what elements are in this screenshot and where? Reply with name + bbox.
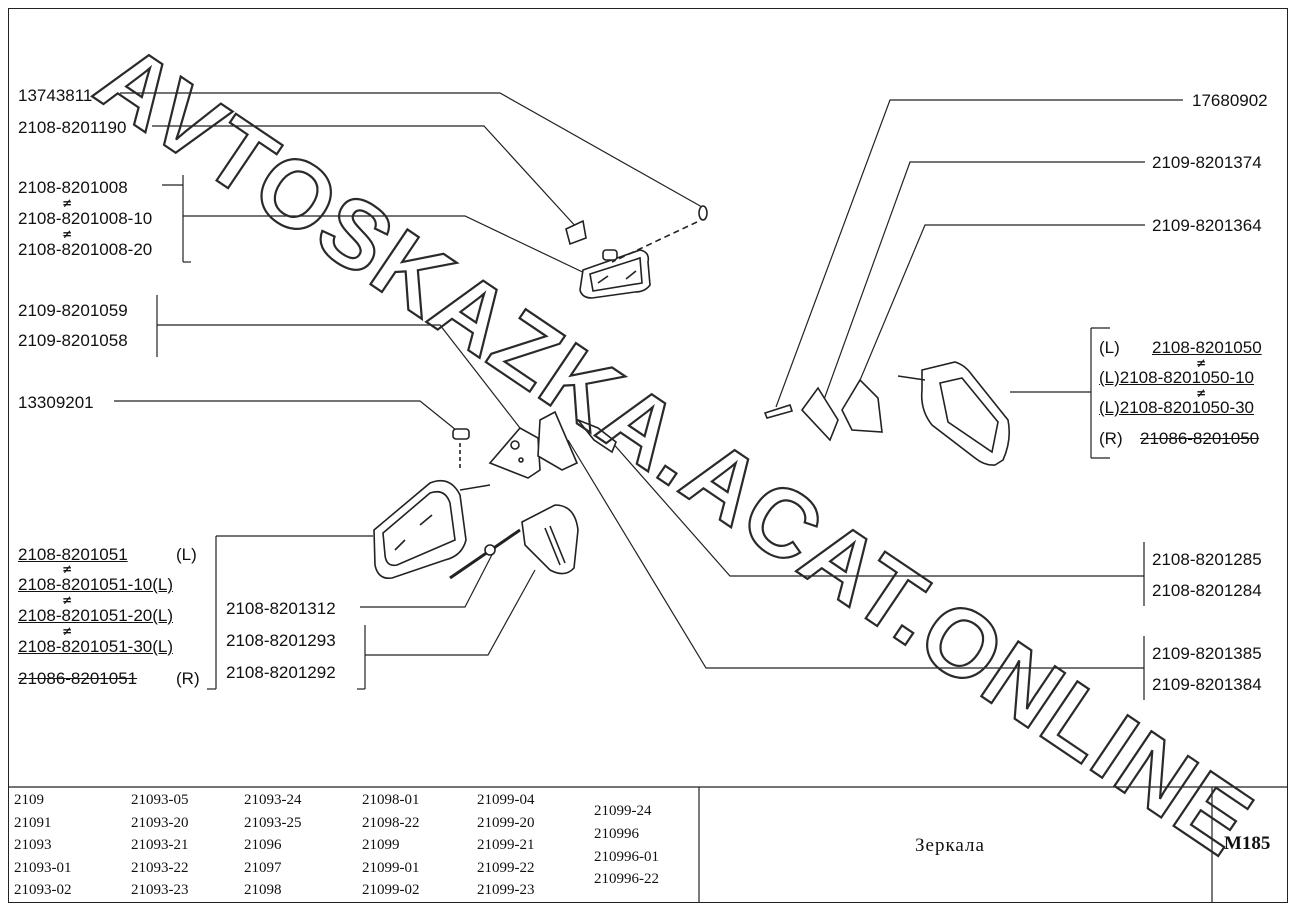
- part-label: 2108-8201293: [226, 631, 336, 650]
- part-label: 2108-8201008: [18, 178, 128, 197]
- part-label: 2108-8201190: [18, 118, 127, 137]
- model-cell: 21099-04: [477, 792, 535, 808]
- part-label: (L)2108-8201050-30: [1099, 398, 1255, 417]
- part-label: 21086-8201051: [18, 669, 138, 688]
- not-equal-mark: ≠: [62, 196, 73, 210]
- model-cell: 21099: [362, 837, 400, 853]
- part-label: 21086-8201050: [1140, 429, 1260, 448]
- part-label: 2109-8201384: [1152, 675, 1262, 694]
- model-cell: 21099-20: [477, 815, 535, 831]
- not-equal-mark: ≠: [1196, 356, 1207, 370]
- part-label: 13309201: [18, 393, 94, 412]
- part-label: 2108-8201008-20: [18, 240, 153, 259]
- model-cell: 21091: [14, 815, 52, 831]
- model-cell: 21096: [244, 837, 282, 853]
- not-equal-mark: ≠: [62, 593, 73, 607]
- part-label: 2109-8201059: [18, 301, 128, 320]
- page-title: Зеркала: [915, 835, 985, 856]
- side-label: (L): [176, 545, 197, 564]
- model-cell: 21093-20: [131, 815, 189, 831]
- model-cell: 21099-24: [594, 803, 652, 819]
- part-label: 2109-8201364: [1152, 216, 1262, 235]
- model-cell: 21093: [14, 837, 52, 853]
- part-label: 2108-8201051-20(L): [18, 606, 174, 625]
- part-label: 2109-8201374: [1152, 153, 1262, 172]
- model-cell: 21097: [244, 860, 282, 876]
- model-cell: 21098: [244, 882, 282, 898]
- model-cell: 21098-01: [362, 792, 420, 808]
- part-label: 17680902: [1192, 91, 1268, 110]
- side-label: (R): [176, 669, 200, 688]
- model-cell: 21099-22: [477, 860, 535, 876]
- model-cell: 21093-05: [131, 792, 189, 808]
- model-cell: 21099-23: [477, 882, 535, 898]
- part-label: 2108-8201292: [226, 663, 336, 682]
- model-cell: 210996: [594, 826, 639, 842]
- part-label: (L)2108-8201050-10: [1099, 368, 1255, 387]
- part-label: 2108-8201285: [1152, 550, 1262, 569]
- part-label: 2108-8201050: [1152, 338, 1262, 357]
- part-label: 2108-8201051: [18, 545, 128, 564]
- model-cell: 21099-01: [362, 860, 420, 876]
- drawing-frame: [8, 8, 1288, 903]
- model-cell: 21098-22: [362, 815, 420, 831]
- part-label: 2108-8201051-10(L): [18, 575, 174, 594]
- model-cell: 21093-24: [244, 792, 302, 808]
- part-label: 2108-8201312: [226, 599, 336, 618]
- part-label: 2108-8201051-30(L): [18, 637, 174, 656]
- part-label: 2109-8201385: [1152, 644, 1262, 663]
- model-cell: 210996-01: [594, 849, 659, 865]
- model-cell: 21093-02: [14, 882, 72, 898]
- model-cell: 2109: [14, 792, 44, 808]
- model-cell: 21093-22: [131, 860, 189, 876]
- page-code: M185: [1224, 833, 1271, 854]
- not-equal-mark: ≠: [62, 624, 73, 638]
- side-label: (L): [1099, 338, 1120, 357]
- not-equal-mark: ≠: [62, 562, 73, 576]
- model-cell: 21093-23: [131, 882, 189, 898]
- model-cell: 21099-21: [477, 837, 535, 853]
- side-label: (R): [1099, 429, 1123, 448]
- model-cell: 21099-02: [362, 882, 420, 898]
- part-label: 13743811: [18, 86, 93, 105]
- model-cell: 210996-22: [594, 871, 659, 887]
- model-cell: 21093-01: [14, 860, 72, 876]
- part-label: 2108-8201008-10: [18, 209, 153, 228]
- part-label: 2108-8201284: [1152, 581, 1262, 600]
- not-equal-mark: ≠: [1196, 386, 1207, 400]
- part-label: 2109-8201058: [18, 331, 128, 350]
- model-cell: 21093-21: [131, 837, 189, 853]
- model-cell: 21093-25: [244, 815, 302, 831]
- not-equal-mark: ≠: [62, 227, 73, 241]
